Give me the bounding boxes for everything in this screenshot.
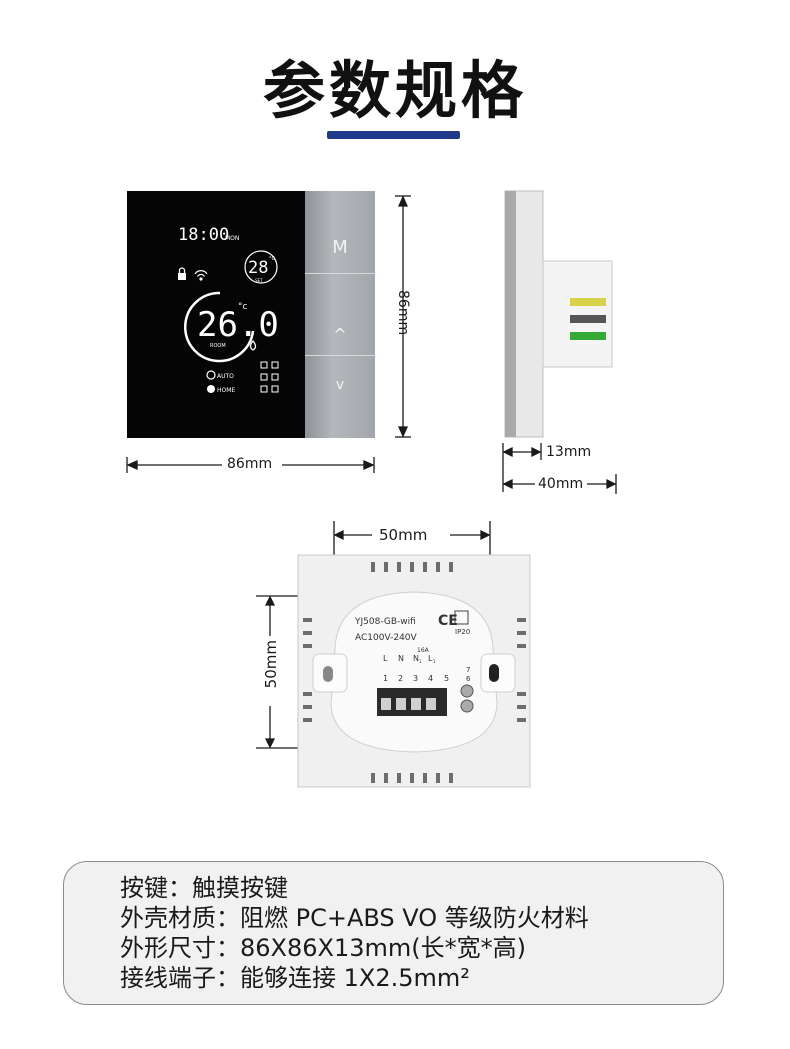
mounting-hole-right-icon xyxy=(489,664,499,682)
weekday: MON xyxy=(225,235,239,242)
terminal-number-1: 1 xyxy=(383,674,388,683)
ip-rating: IP20 xyxy=(455,628,470,636)
vent-slots xyxy=(303,562,526,783)
home-label: HOME xyxy=(217,387,235,394)
terminal-strip-1 xyxy=(570,298,606,306)
mounting-hole-left-icon xyxy=(323,666,333,682)
room-temperature: 26.0 xyxy=(197,305,279,345)
spec-dimensions: 外形尺寸：86X86X13mm(长*宽*高) xyxy=(120,934,526,962)
back-view: YJ508-GB-wifi AC100V-240V CE IP20 16A L … xyxy=(297,554,531,788)
auto-label: AUTO xyxy=(217,373,234,380)
terminal-letter-2: N xyxy=(398,654,404,663)
set-temperature-ring-icon xyxy=(244,250,278,284)
chevron-down-icon: v xyxy=(335,377,345,393)
terminal-number-5: 5 xyxy=(444,674,449,683)
spec-panel: 按键：触摸按键 外壳材质：阻燃 PC+ABS VO 等级防火材料 外形尺寸：86… xyxy=(63,861,724,1005)
set-label: SET xyxy=(255,278,263,283)
mode-key[interactable]: M xyxy=(305,191,375,274)
lock-icon xyxy=(178,267,186,280)
terminal-screws xyxy=(381,698,436,710)
side-touch-edge xyxy=(505,191,516,437)
room-temperature-unit: °c xyxy=(238,302,248,312)
up-key[interactable]: ^ xyxy=(305,273,375,356)
terminal-letter-3: N xyxy=(413,654,419,663)
front-width-label: 86mm xyxy=(227,456,273,472)
title-underline xyxy=(327,131,460,139)
back-body xyxy=(330,591,498,753)
side-number-7: 7 xyxy=(466,666,470,674)
clock-icon xyxy=(206,370,216,380)
touch-key-panel: M ^ v xyxy=(305,191,375,438)
front-height-label: 86mm xyxy=(395,290,411,336)
terminal-strip-3 xyxy=(570,332,606,340)
status-icon-grid xyxy=(260,361,279,393)
terminal-letter-4: L xyxy=(428,654,433,663)
front-view: 18:00 MON 28 °C SET 26.0 °c ROOM AUTO HO… xyxy=(127,191,375,438)
double-insulation-icon xyxy=(454,610,469,625)
side-thickness-label: 13mm xyxy=(546,444,592,460)
side-depth-label: 40mm xyxy=(538,476,584,492)
wifi-icon xyxy=(194,270,208,281)
terminal-number-2: 2 xyxy=(398,674,403,683)
voltage-label: AC100V-240V xyxy=(355,633,418,643)
model-label: YJ508-GB-wifi xyxy=(354,617,416,627)
flame-icon xyxy=(249,339,257,351)
temperature-ring-icon xyxy=(184,291,255,363)
terminal-number-3: 3 xyxy=(413,674,418,683)
spec-keys: 按键：触摸按键 xyxy=(120,874,288,902)
room-label: ROOM xyxy=(210,343,226,349)
clock-time: 18:00 xyxy=(178,225,229,245)
down-key[interactable]: v xyxy=(305,355,375,437)
display-screen: 18:00 MON 28 °C SET 26.0 °c ROOM AUTO HO… xyxy=(127,191,305,438)
screw-top-icon xyxy=(460,684,474,698)
mode-key-label: M xyxy=(332,237,348,258)
current-rating: 16A xyxy=(417,647,430,654)
terminal-sub-4: 1 xyxy=(433,659,436,664)
page-title: 参数规格 xyxy=(262,54,527,127)
spec-material: 外壳材质：阻燃 PC+ABS VO 等级防火材料 xyxy=(120,904,589,932)
screw-bottom-icon xyxy=(460,699,474,713)
set-temperature-unit: °C xyxy=(269,256,276,262)
back-width-label: 50mm xyxy=(379,526,428,544)
set-temperature: 28 xyxy=(248,258,268,278)
terminal-sub-3: 1 xyxy=(419,659,422,664)
terminal-number-4: 4 xyxy=(428,674,433,683)
side-number-6: 6 xyxy=(466,675,471,683)
terminal-strip-2 xyxy=(570,315,606,323)
terminal-letter-1: L xyxy=(383,654,388,663)
spec-terminals: 接线端子：能够连接 1X2.5mm² xyxy=(120,964,470,992)
home-icon xyxy=(207,385,215,393)
side-body xyxy=(542,260,613,368)
side-view xyxy=(504,190,613,438)
back-height-label: 50mm xyxy=(262,640,280,689)
chevron-up-icon: ^ xyxy=(333,325,347,344)
ce-mark: CE xyxy=(438,613,458,629)
